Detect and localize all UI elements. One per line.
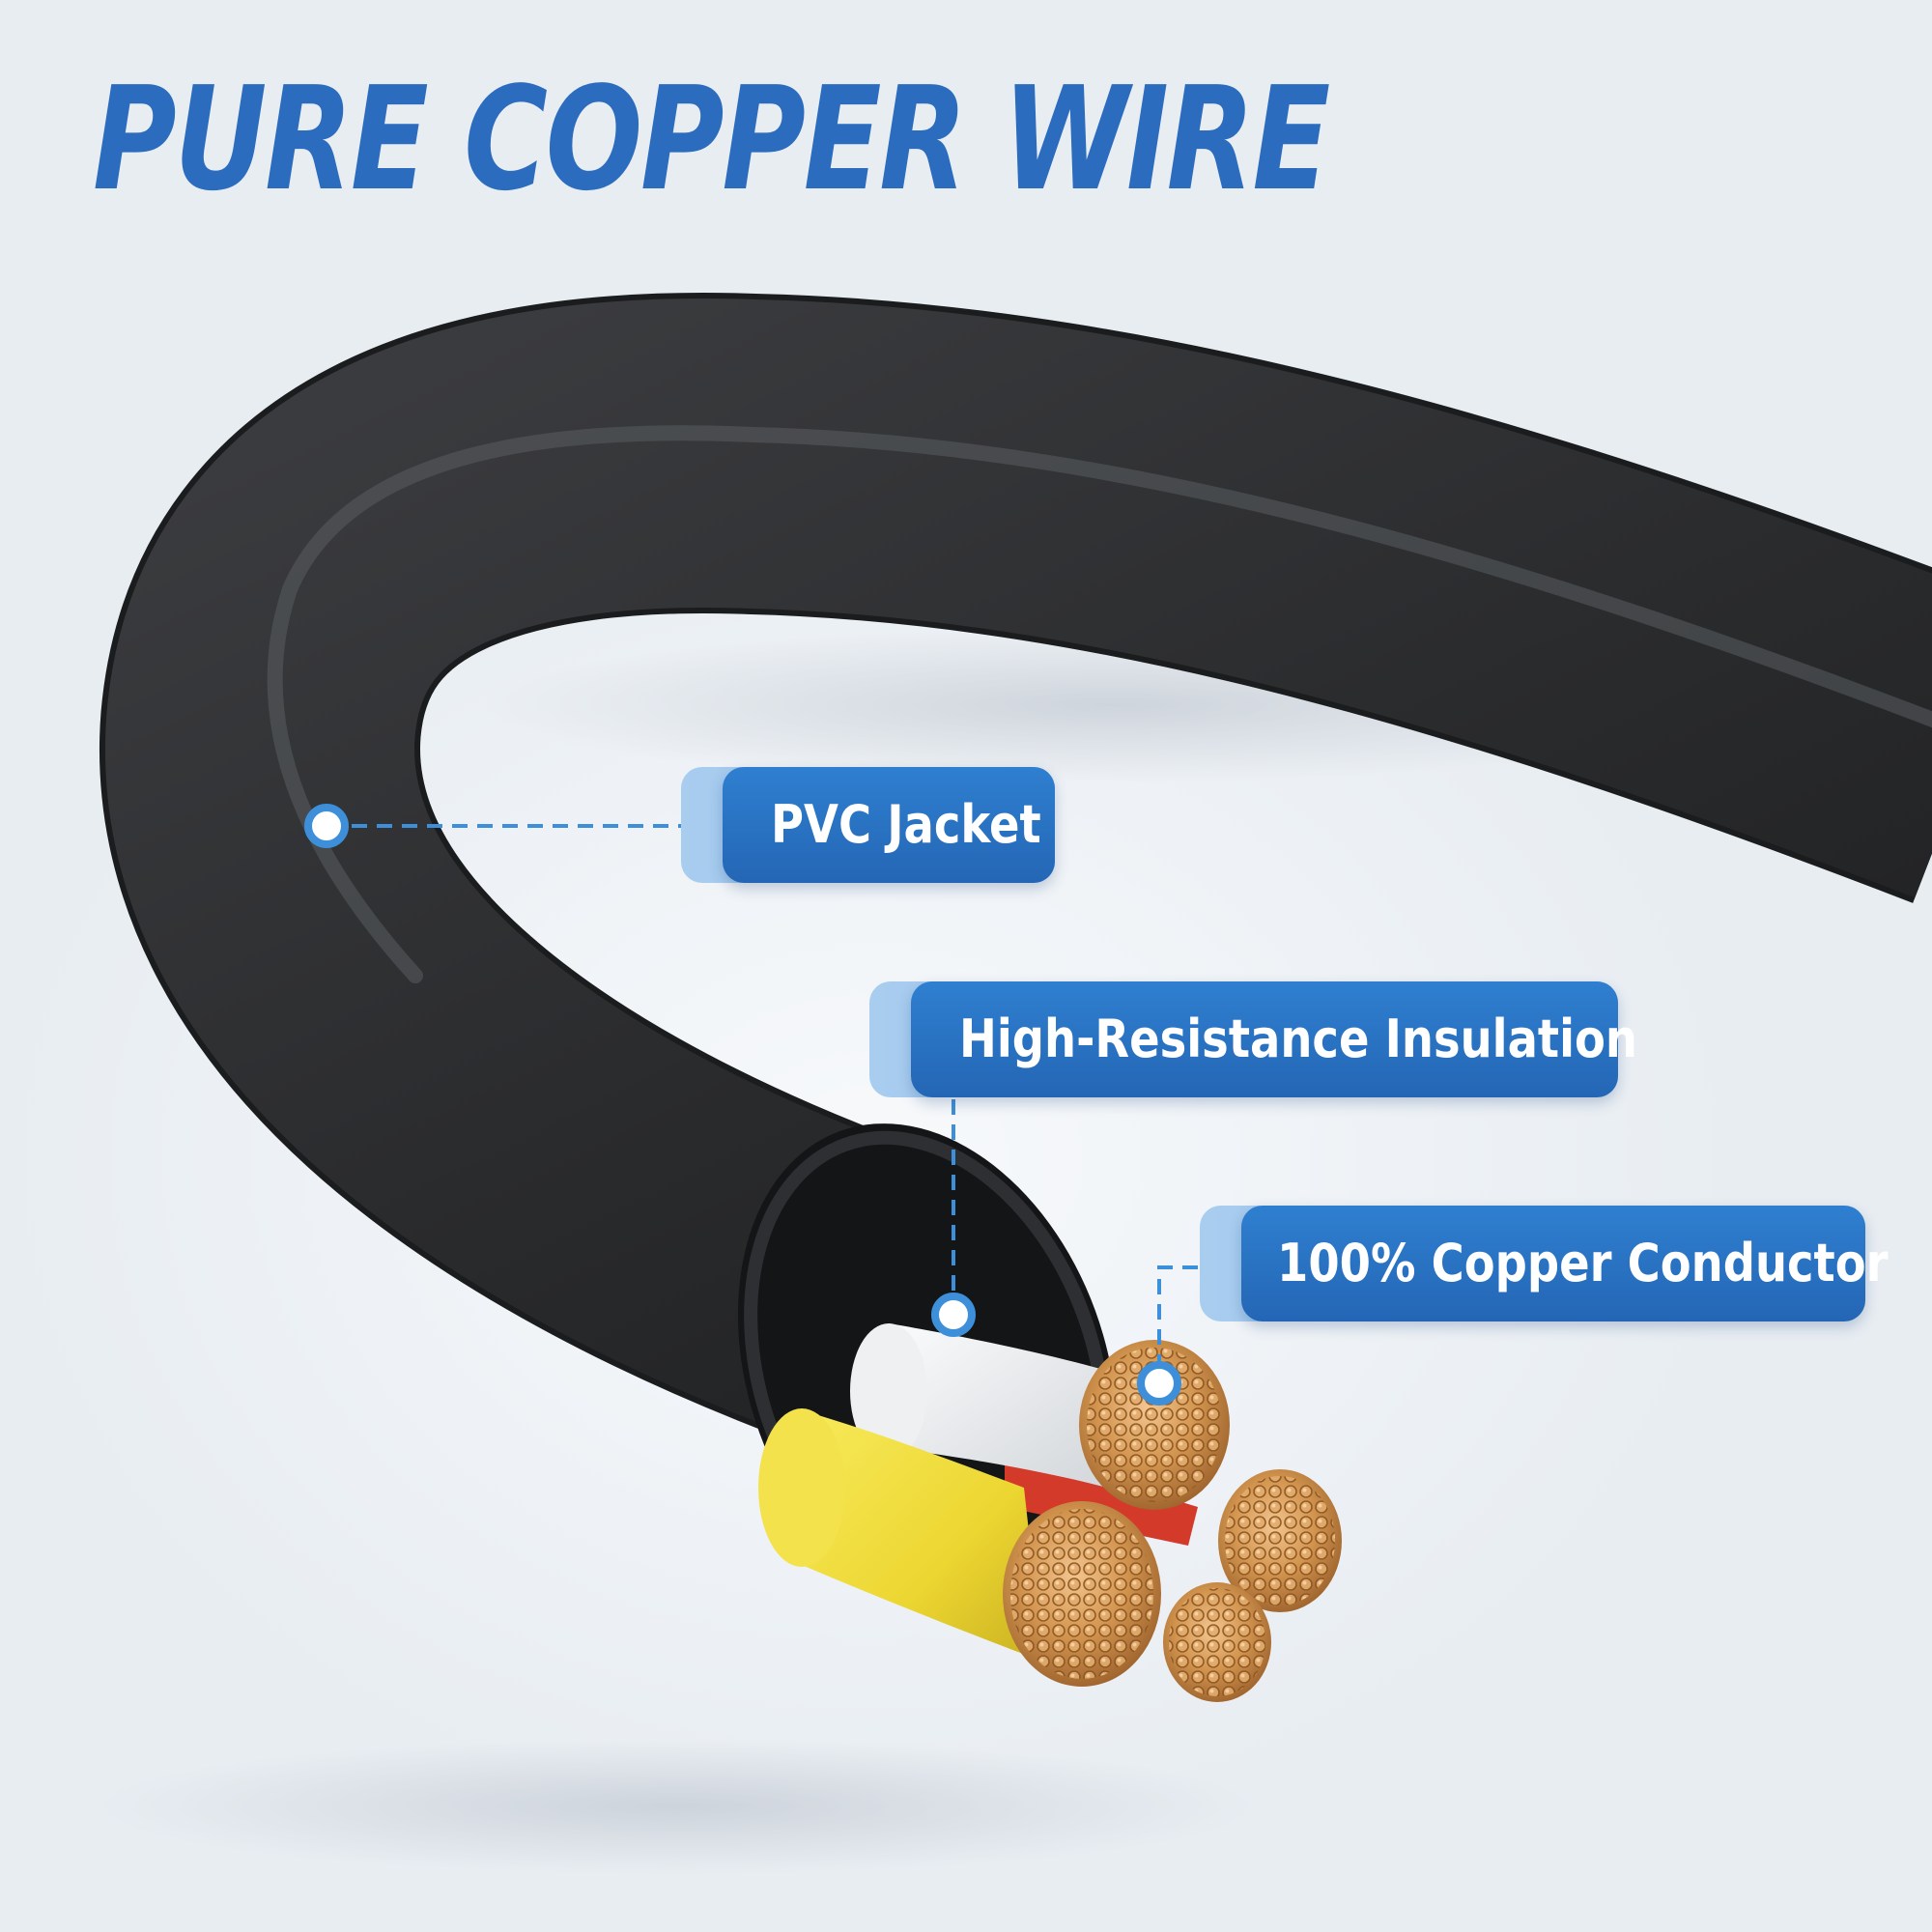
conductor-label: 100% Copper Conductor [1277,1233,1889,1293]
insulation-marker [931,1293,976,1337]
copper-conductors [1003,1340,1342,1702]
page-title: PURE COPPER WIRE [93,56,1330,222]
white-insulation [889,1323,1140,1497]
conductor-leader-line [1157,1265,1200,1370]
copper-strand-bundle [1087,1348,1222,1502]
callout-pill [911,981,1618,1097]
callout-pill [723,767,1055,883]
conductor-callout: 100% Copper Conductor [1200,1206,1889,1321]
callout-pill [1241,1206,1865,1321]
pvc-jacket-label: PVC Jacket [771,794,1041,855]
conductor-marker [1137,1361,1181,1406]
pvc-jacket-callout: PVC Jacket [681,767,1055,883]
cable-highlight [267,425,1932,983]
yellow-insulation [758,1408,845,1567]
copper-strand-bundle [1169,1588,1265,1696]
insulation-callout: High-Resistance Insulation [869,981,1637,1097]
white-insulation [850,1323,927,1459]
cable-jacket [105,298,1932,1430]
copper-strand-bundle [1010,1509,1153,1679]
yellow-insulation [802,1410,1043,1662]
pvc-jacket-marker [304,804,349,848]
cable-shadow [97,1739,1256,1874]
insulation-label: High-Resistance Insulation [959,1009,1638,1069]
copper-strand-bundle [1225,1476,1335,1605]
